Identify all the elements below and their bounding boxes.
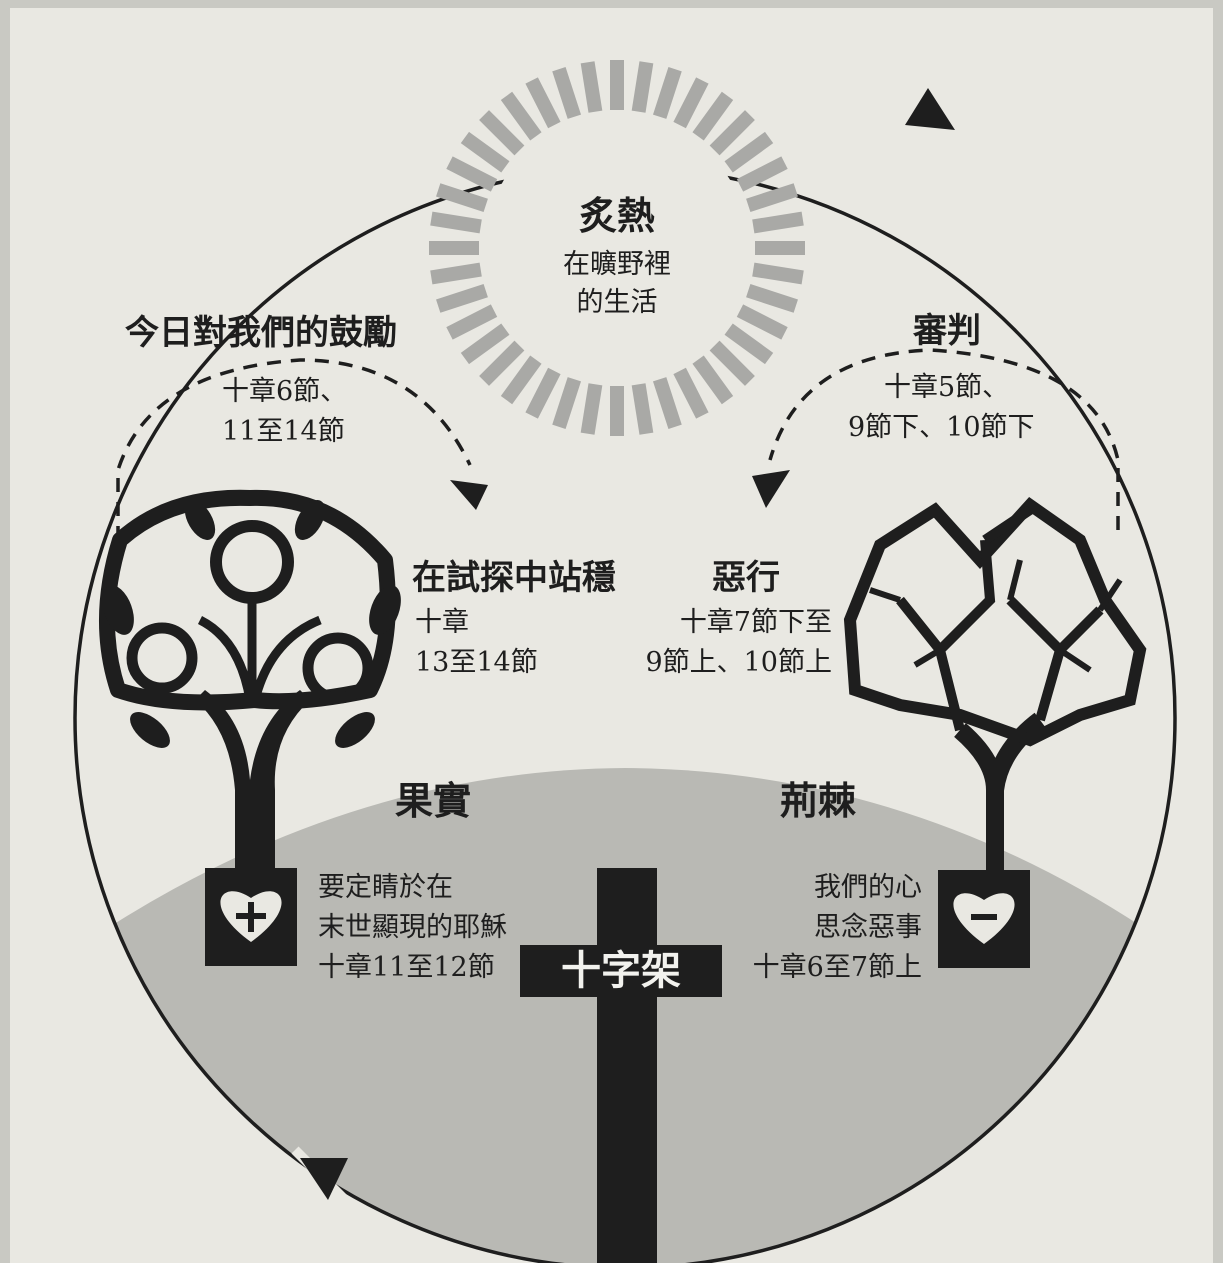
sun-ray	[436, 183, 488, 213]
judgment-title: 審判	[913, 311, 981, 351]
fruit-tree	[98, 489, 401, 870]
sun-ray	[552, 377, 582, 429]
cycle-arrow-top-icon	[905, 88, 955, 130]
sun-ray	[430, 211, 482, 234]
judgment-ref-line2: 9節下、10節下	[848, 412, 1035, 443]
fruit-ref: 十章11至12節	[318, 952, 495, 983]
sun-ray	[736, 304, 788, 340]
sun-subtitle-line2: 的生活	[576, 287, 658, 318]
sun-ray	[692, 91, 734, 141]
sun-ray	[446, 156, 498, 192]
sun-core	[485, 116, 749, 380]
encouragement-ref-line2: 11至14節	[222, 416, 345, 447]
sun-ray	[752, 262, 804, 285]
stand-firm-ref-line1: 十章	[415, 607, 469, 638]
sun-title: 炙熱	[578, 193, 655, 238]
sun-rays	[429, 60, 805, 436]
cycle-arrow-bottom-icon	[300, 1158, 348, 1200]
sun-ray	[709, 340, 755, 386]
sun-ray	[479, 110, 525, 156]
plus-sign-icon	[236, 902, 266, 932]
sun-ray	[673, 367, 709, 419]
fruit-line2: 末世顯現的耶穌	[318, 912, 507, 943]
sun-ray	[500, 91, 542, 141]
sun-ray	[692, 355, 734, 405]
sun-ray	[525, 77, 561, 129]
left-dashed-arc	[116, 358, 472, 540]
sun-ray	[746, 283, 798, 313]
sun-ray	[724, 323, 774, 365]
sun-ray	[631, 61, 654, 113]
sun-ray	[746, 183, 798, 213]
sun-ray	[460, 323, 510, 365]
sun-ray	[736, 156, 788, 192]
fruit-title: 果實	[395, 778, 472, 823]
encouragement-ref-line1: 十章6節、	[222, 376, 348, 407]
thorns-ref: 十章6至7節上	[752, 952, 922, 983]
sun-ray	[479, 340, 525, 386]
evil-deeds-title: 惡行	[712, 558, 780, 598]
evil-deeds-ref-line1: 十章7節下至	[679, 607, 832, 638]
sun-ray	[552, 67, 582, 119]
thorns-line2: 思念惡事	[814, 912, 922, 943]
sun-ray	[652, 377, 682, 429]
cycle-gap-top	[937, 135, 1011, 183]
sun-ray	[460, 131, 510, 173]
sun-ray	[525, 367, 561, 419]
sun-ray	[673, 77, 709, 129]
sun-ray	[709, 110, 755, 156]
sun-ray	[580, 61, 603, 113]
sun-ray	[580, 383, 603, 435]
sun-ray	[724, 131, 774, 173]
cross-vertical-beam	[597, 868, 657, 1263]
sun-ray	[631, 383, 654, 435]
left-arc-arrow-icon	[450, 480, 488, 510]
fruit-line1: 要定睛於在	[318, 872, 453, 903]
sun-ray	[752, 211, 804, 234]
encouragement-title: 今日對我們的鼓勵	[125, 313, 397, 353]
thorns-line1: 我們的心	[814, 872, 922, 903]
sun-ray	[500, 355, 542, 405]
judgment-ref-line1: 十章5節、	[884, 372, 1010, 403]
cross-label: 十字架	[561, 947, 681, 994]
sun-ray	[446, 304, 498, 340]
evil-deeds-ref-line2: 9節上、10節上	[645, 647, 832, 678]
thorn-tree	[843, 497, 1147, 872]
stand-firm-title: 在試探中站穩	[412, 558, 616, 598]
stand-firm-ref-line2: 13至14節	[415, 647, 538, 678]
sun-subtitle-line1: 在曠野裡	[563, 249, 671, 280]
right-arc-arrow-icon	[752, 470, 790, 508]
sun-ray	[652, 67, 682, 119]
sun-ray	[430, 262, 482, 285]
thorns-title: 荊棘	[780, 778, 857, 823]
sun-ray	[436, 283, 488, 313]
cross-label-bar	[520, 945, 722, 997]
